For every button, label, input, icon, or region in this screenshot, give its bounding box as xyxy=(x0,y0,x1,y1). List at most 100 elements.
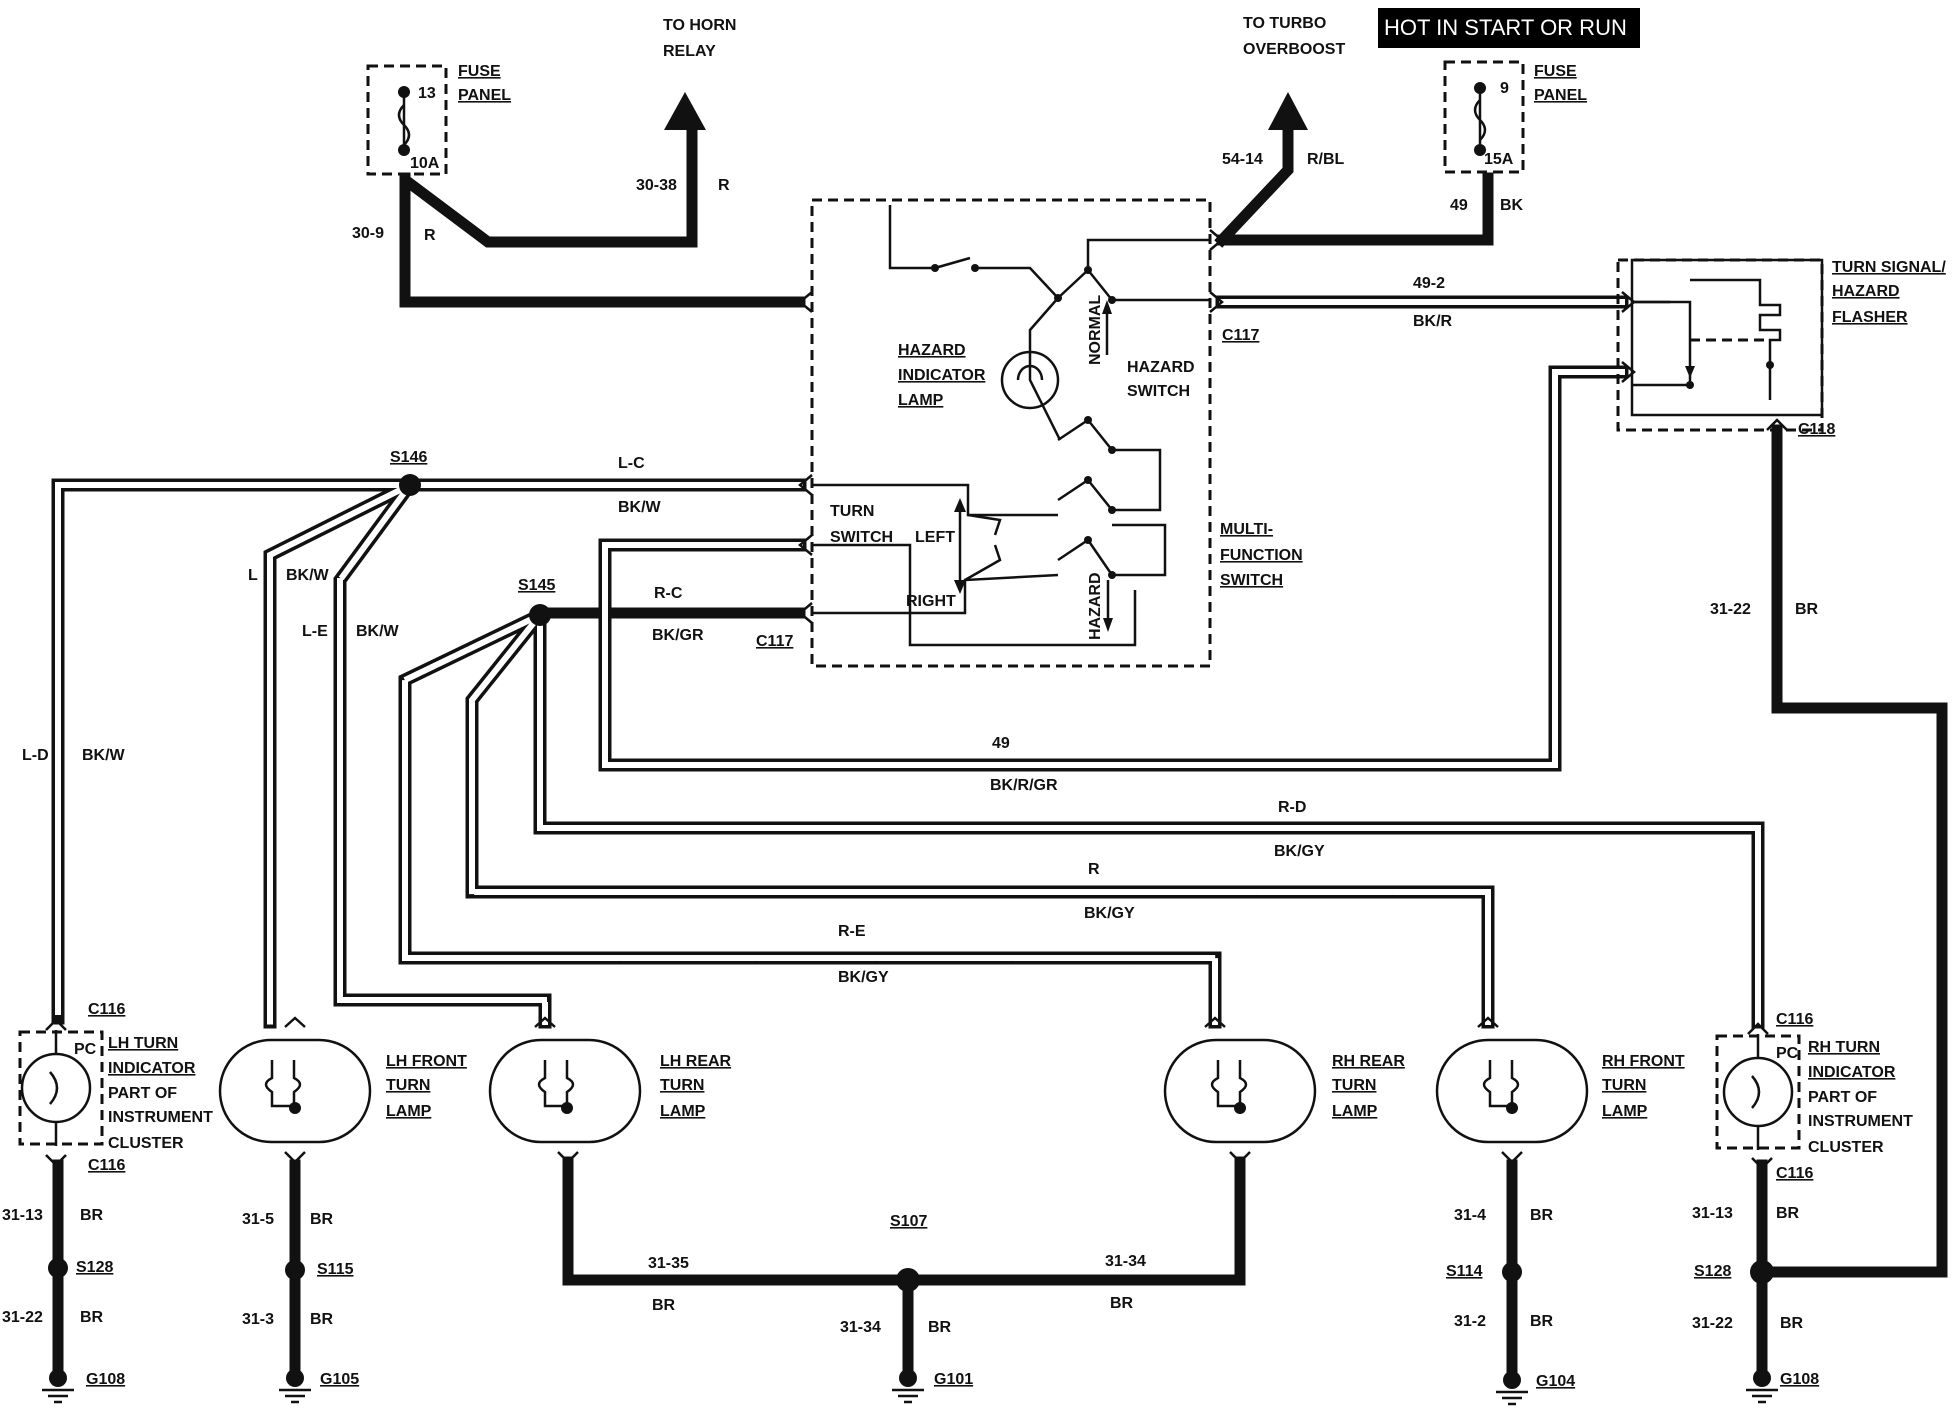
g3-ground: G101 xyxy=(934,1371,973,1388)
w49-color: BK xyxy=(1500,197,1524,214)
striped-wires-tracer xyxy=(55,299,1761,1025)
fuse-panel-right-label-1: FUSE xyxy=(1534,63,1577,80)
g2-color-b: BR xyxy=(310,1311,334,1328)
lh-indicator-label-2: INDICATOR xyxy=(108,1060,196,1077)
rh-rear-turn-lamp xyxy=(1163,1016,1317,1164)
w49-2-label: 49-2 xyxy=(1413,275,1445,292)
r-label: R xyxy=(1088,861,1100,878)
w31-22-right-label: 31-22 xyxy=(1710,601,1751,618)
multi-function-label-1: MULTI- xyxy=(1220,521,1273,538)
rc-color: BK/GR xyxy=(652,627,704,644)
lh-indicator-label-1: LH TURN xyxy=(108,1035,178,1052)
g5-color-b: BR xyxy=(1780,1315,1804,1332)
turn-signal-flasher xyxy=(1616,258,1824,432)
lh-indicator-label-4: INSTRUMENT xyxy=(108,1109,213,1126)
c118-label: C118 xyxy=(1798,421,1835,438)
g4-wire-a: 31-4 xyxy=(1454,1207,1486,1224)
lh-rear-label-1: LH REAR xyxy=(660,1053,732,1070)
lh-front-label-2: TURN xyxy=(386,1077,430,1094)
hot-in-start-banner xyxy=(1378,8,1640,48)
lh-rear-turn-lamp xyxy=(488,1016,642,1164)
g1-color-b: BR xyxy=(80,1309,104,1326)
lh-rear-label-2: TURN xyxy=(660,1077,704,1094)
turn-switch-label-1: TURN xyxy=(830,503,874,520)
rh-indicator-c116-top: C116 xyxy=(1776,1011,1813,1028)
w49-label: 49 xyxy=(1450,197,1468,214)
ld-color: BK/W xyxy=(82,747,126,764)
left-label: LEFT xyxy=(915,529,955,546)
g4-splice: S114 xyxy=(1446,1263,1483,1280)
splice-s107 xyxy=(896,1268,920,1292)
hazard-switch-label-2: SWITCH xyxy=(1127,383,1190,400)
lc-label: L-C xyxy=(618,455,645,472)
g2-wire-b: 31-3 xyxy=(242,1311,274,1328)
rh-turn-indicator xyxy=(1715,1022,1801,1170)
g5-wire-b: 31-22 xyxy=(1692,1315,1733,1332)
hazard-position-label: HAZARD xyxy=(1087,572,1104,640)
rh-rear-label-3: LAMP xyxy=(1332,1103,1378,1120)
flasher-label-1: TURN SIGNAL/ xyxy=(1832,259,1946,276)
g3-color-r: BR xyxy=(1110,1295,1134,1312)
lh-indicator-label-3: PART OF xyxy=(108,1085,177,1102)
w30-38-color: R xyxy=(718,177,730,194)
hazard-lamp-label-1: HAZARD xyxy=(898,342,966,359)
splice-s146 xyxy=(399,474,421,496)
flasher-label-2: HAZARD xyxy=(1832,283,1900,300)
w49b-label: 49 xyxy=(992,735,1010,752)
g5-color-a: BR xyxy=(1776,1205,1800,1222)
lh-front-label-3: LAMP xyxy=(386,1103,432,1120)
hazard-lamp-label-2: INDICATOR xyxy=(898,367,986,384)
w31-22-right-color: BR xyxy=(1795,601,1819,618)
to-horn-relay-label-2: RELAY xyxy=(663,43,716,60)
g5-wire-a: 31-13 xyxy=(1692,1205,1733,1222)
rh-front-label-3: LAMP xyxy=(1602,1103,1648,1120)
ground-g108-right-icon xyxy=(1746,1369,1778,1404)
fuse-13-rating: 10A xyxy=(410,155,440,172)
le-label: L-E xyxy=(302,623,328,640)
c117-top-label: C117 xyxy=(1222,327,1259,344)
g4-ground: G104 xyxy=(1536,1373,1575,1390)
rh-front-turn-lamp xyxy=(1435,1016,1589,1164)
g2-ground: G105 xyxy=(320,1371,359,1388)
r-color: BK/GY xyxy=(1084,905,1135,922)
lh-indicator-label-5: CLUSTER xyxy=(108,1135,184,1152)
ground-g108-left-icon xyxy=(42,1369,74,1404)
w54-14-color: R/BL xyxy=(1307,151,1345,168)
g2-color-a: BR xyxy=(310,1211,334,1228)
g2-wire-a: 31-5 xyxy=(242,1211,274,1228)
g3-splice: S107 xyxy=(890,1213,927,1230)
g3-wire-l: 31-35 xyxy=(648,1255,689,1272)
rh-rear-label-1: RH REAR xyxy=(1332,1053,1405,1070)
s145-label: S145 xyxy=(518,577,555,594)
rh-indicator-label-4: INSTRUMENT xyxy=(1808,1113,1913,1130)
fuse-13 xyxy=(366,64,448,176)
l-label: L xyxy=(248,567,258,584)
g1-ground: G108 xyxy=(86,1371,125,1388)
fuse-panel-right-label-2: PANEL xyxy=(1534,87,1587,104)
g4-color-b: BR xyxy=(1530,1313,1554,1330)
ground-g105-icon xyxy=(279,1369,311,1404)
rh-rear-label-2: TURN xyxy=(1332,1077,1376,1094)
fuse-9-number: 9 xyxy=(1500,80,1509,97)
re-label: R-E xyxy=(838,923,866,940)
ground-g104-icon xyxy=(1496,1371,1528,1406)
lh-indicator-pc: PC xyxy=(74,1041,97,1058)
striped-wires xyxy=(51,295,1765,1029)
lh-indicator-c116-top: C116 xyxy=(88,1001,125,1018)
to-turbo-label-2: OVERBOOST xyxy=(1243,41,1345,58)
g3-wire-r: 31-34 xyxy=(1105,1253,1146,1270)
rh-indicator-label-5: CLUSTER xyxy=(1808,1139,1884,1156)
g3-wire-down: 31-34 xyxy=(840,1319,881,1336)
g1-color-a: BR xyxy=(80,1207,104,1224)
g1-wire-b: 31-22 xyxy=(2,1309,43,1326)
rh-front-label-1: RH FRONT xyxy=(1602,1053,1685,1070)
splice-s128-right xyxy=(1750,1260,1774,1284)
hazard-switch-label-1: HAZARD xyxy=(1127,359,1195,376)
g3-color-down: BR xyxy=(928,1319,952,1336)
to-horn-relay-label-1: TO HORN xyxy=(663,17,736,34)
multi-function-label-3: SWITCH xyxy=(1220,572,1283,589)
turn-switch-label-2: SWITCH xyxy=(830,529,893,546)
to-turbo-overboost-arrow xyxy=(1268,92,1308,130)
lh-front-turn-lamp xyxy=(218,1016,372,1164)
